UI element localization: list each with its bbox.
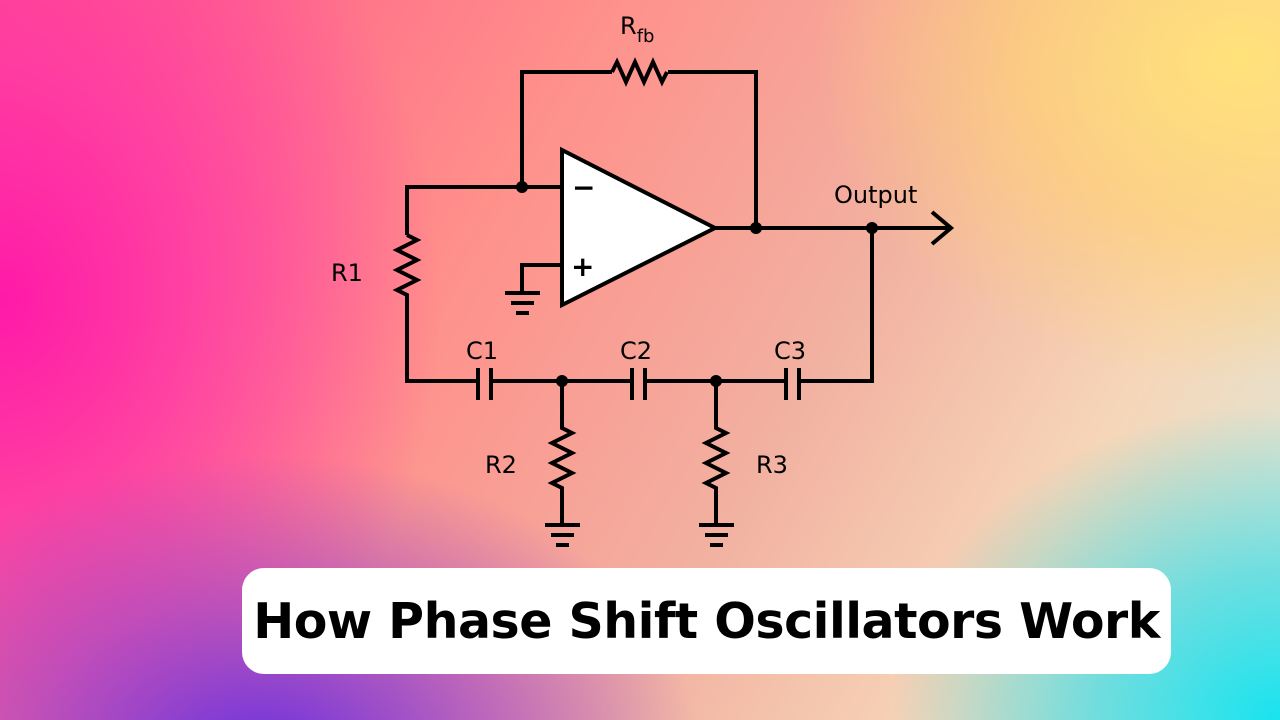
r1-label: R1 [331,259,363,287]
feedback-wire [520,70,758,228]
junction-node [556,375,568,387]
r1-resistor [392,233,478,383]
rfb-label-main: R [620,12,637,40]
junction-node [710,375,722,387]
minus-sign: − [572,171,595,204]
ground-icon [699,523,734,547]
r3-resistor [701,381,731,523]
title-banner: How Phase Shift Oscillators Work [242,568,1171,674]
output-label: Output [834,181,917,209]
rfb-label: Rfb [620,12,654,47]
c2-label: C2 [620,337,652,365]
junction-node [516,181,528,193]
plus-sign: + [571,250,594,283]
op-amp [560,146,720,309]
junction-node [866,222,878,234]
c1-capacitor [476,368,493,400]
ladder-wire [491,228,874,383]
c3-capacitor [784,368,801,400]
ground-icon [505,291,540,315]
output-arrow-icon [930,210,955,246]
rfb-label-sub: fb [637,26,655,47]
rfb-resistor [610,57,669,87]
r3-label: R3 [756,451,788,479]
c1-label: C1 [466,337,498,365]
r2-label: R2 [485,451,517,479]
inverting-input-wire [405,185,562,235]
noninverting-wire [520,263,562,293]
c3-label: C3 [774,337,806,365]
junction-node [750,222,762,234]
ground-icon [545,523,580,547]
r2-resistor [547,381,577,523]
c2-capacitor [630,368,647,400]
page-title: How Phase Shift Oscillators Work [253,592,1160,650]
